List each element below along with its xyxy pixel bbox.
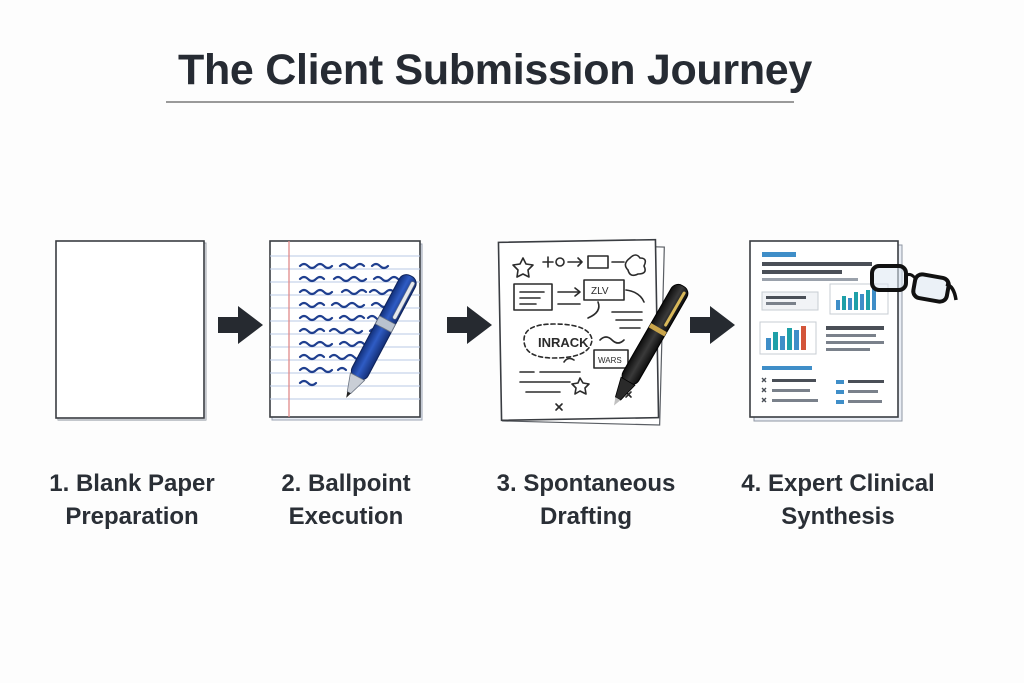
arrow-right-icon xyxy=(218,306,263,344)
step-1-label-line2: Preparation xyxy=(65,503,199,530)
arrow-right-icon xyxy=(690,306,735,344)
step-1-label-line1: 1. Blank Paper xyxy=(49,470,215,497)
arrow-right-icon xyxy=(447,306,492,344)
sketch-bubble-text: INRACK xyxy=(538,335,589,350)
sketch-small-box-text: WARS xyxy=(598,356,622,365)
step-1-label: 1. Blank Paper Preparation xyxy=(12,467,252,533)
step-3-label-line1: 3. Spontaneous xyxy=(496,470,676,497)
eyeglasses-icon xyxy=(870,264,958,304)
step-4-label: 4. Expert Clinical Synthesis xyxy=(718,467,958,533)
report-with-glasses-icon xyxy=(749,240,958,422)
sketch-draft-with-pen-icon: INRACK ZLV WARS xyxy=(497,238,689,426)
blank-paper-icon xyxy=(55,240,207,421)
title-underline xyxy=(166,101,794,103)
page-title: The Client Submission Journey xyxy=(178,46,813,94)
step-4-label-line2: Synthesis xyxy=(781,503,895,530)
step-2-label-line1: 2. Ballpoint xyxy=(281,470,411,497)
fountain-pen-icon xyxy=(614,283,689,406)
step-2-label: 2. Ballpoint Execution xyxy=(226,467,466,533)
step-2-label-line2: Execution xyxy=(288,503,404,530)
step-3-label: 3. Spontaneous Drafting xyxy=(466,467,706,533)
ballpoint-pen-icon xyxy=(346,274,417,398)
step-3-label-line2: Drafting xyxy=(540,503,632,530)
step-4-label-line1: 4. Expert Clinical xyxy=(741,470,935,497)
handwritten-page-with-pen-icon xyxy=(269,240,423,421)
sketch-box-text: ZLV xyxy=(591,286,609,297)
